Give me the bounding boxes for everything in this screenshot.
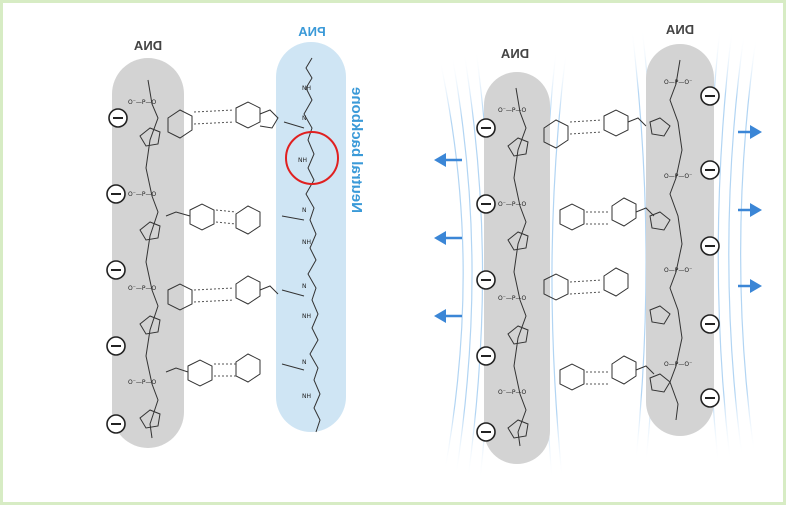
svg-text:O⁻—P—O: O⁻—P—O: [128, 191, 157, 198]
right-hbonds: [569, 119, 610, 385]
arrow-icon: [434, 153, 462, 167]
minus-circle-icon: [700, 314, 720, 334]
minus-circle-icon: [476, 422, 496, 442]
svg-text:O⁻—P—O: O⁻—P—O: [128, 285, 157, 292]
svg-text:O—P—O⁻: O—P—O⁻: [664, 173, 692, 180]
minus-circle-icon: [476, 346, 496, 366]
left-negative-charges: [106, 108, 128, 434]
right-dna-label-right: DNA: [665, 22, 694, 37]
svg-text:N: N: [302, 115, 307, 122]
right-dna-column-right: [646, 44, 714, 436]
svg-text:O⁻—P—O: O⁻—P—O: [128, 99, 157, 106]
svg-text:O⁻—P—O: O⁻—P—O: [498, 201, 527, 208]
svg-text:N: N: [302, 207, 307, 214]
minus-circle-icon: [700, 160, 720, 180]
minus-circle-icon: [476, 118, 496, 138]
svg-text:O—P—O⁻: O—P—O⁻: [664, 79, 692, 86]
right-base-pairs: [543, 109, 655, 391]
right-dna-phosphates: O⁻—P—O O⁻—P—O O⁻—P—O O⁻—P—O O—P—O⁻ O—P—O…: [498, 79, 692, 396]
arrow-icon: [434, 309, 462, 323]
right-left-negative-charges: [476, 118, 496, 442]
pna-column: [276, 42, 346, 432]
arrow-icon: [434, 231, 462, 245]
svg-text:NH: NH: [302, 239, 311, 246]
minus-circle-icon: [700, 388, 720, 408]
left-dna-phosphates: O⁻—P—O O⁻—P—O O⁻—P—O O⁻—P—O: [128, 99, 157, 386]
neutral-backbone-label: Neutral backbone: [348, 87, 365, 213]
minus-circle-icon: [108, 108, 128, 128]
minus-circle-icon: [106, 184, 126, 204]
svg-text:O⁻—P—O: O⁻—P—O: [498, 107, 527, 114]
svg-text:O—P—O⁻: O—P—O⁻: [664, 267, 692, 274]
right-dna-backbones: [507, 59, 683, 447]
pna-labels-nh: NH N NH N NH N NH N NH: [298, 85, 311, 400]
pna-label: PNA: [298, 24, 326, 39]
minus-circle-icon: [476, 194, 496, 214]
right-panel: DNA DNA O⁻—P—O O⁻—P—O O⁻—P—O O⁻—P—O O—P—…: [434, 22, 762, 481]
svg-text:N: N: [302, 283, 307, 290]
pna-backbone: [281, 57, 321, 433]
svg-text:O—P—O⁻: O—P—O⁻: [664, 361, 692, 368]
svg-text:NH: NH: [298, 157, 307, 164]
svg-text:NH: NH: [302, 393, 311, 400]
svg-text:NH: NH: [302, 313, 311, 320]
arrow-icon: [738, 125, 762, 139]
svg-text:O⁻—P—O: O⁻—P—O: [498, 389, 527, 396]
left-dna-backbone: [139, 79, 161, 439]
left-dna-column: [112, 58, 184, 448]
amide-highlight-circle: [285, 131, 339, 185]
svg-text:N: N: [302, 359, 307, 366]
svg-text:O⁻—P—O: O⁻—P—O: [498, 295, 527, 302]
repulsion-arrows-right: [738, 125, 762, 293]
right-right-negative-charges: [700, 86, 720, 408]
right-dna-column-left: [484, 72, 550, 464]
arrow-icon: [738, 279, 762, 293]
repulsion-arrows-left: [434, 153, 462, 323]
right-dna-label-left: DNA: [500, 46, 529, 61]
left-dna-label: DNA: [133, 38, 162, 53]
minus-circle-icon: [700, 236, 720, 256]
left-hbonds: [193, 109, 237, 377]
minus-circle-icon: [106, 414, 126, 434]
left-base-pairs: [165, 101, 279, 387]
svg-text:O⁻—P—O: O⁻—P—O: [128, 379, 157, 386]
minus-circle-icon: [106, 260, 126, 280]
arrow-icon: [738, 203, 762, 217]
minus-circle-icon: [106, 336, 126, 356]
minus-circle-icon: [476, 270, 496, 290]
left-panel: DNA PNA Neutral backbone O⁻—P—O O⁻—P—O O…: [106, 24, 365, 448]
minus-circle-icon: [700, 86, 720, 106]
svg-text:NH: NH: [302, 85, 311, 92]
